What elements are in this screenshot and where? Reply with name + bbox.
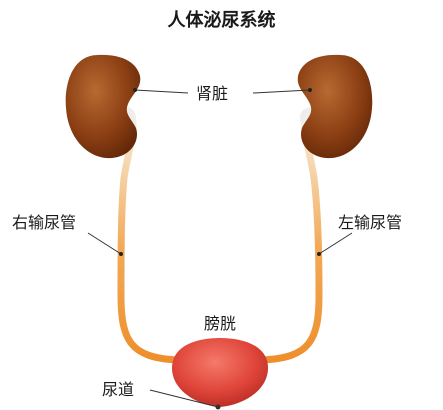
leader-line-kidney-left [253,90,310,93]
leader-dot-left-ureter [317,252,321,256]
right-kidney [66,55,141,158]
leader-dot-kidney-left [308,88,312,92]
leader-dot-kidney-right [133,88,137,92]
label-kidney: 肾脏 [196,86,228,102]
leader-dot-right-ureter [119,252,123,256]
leader-line-right-ureter [88,233,121,254]
label-urethra: 尿道 [102,382,134,398]
bladder-shape [172,338,268,407]
label-bladder: 膀胱 [204,316,236,332]
diagram-title: 人体泌尿系统 [0,12,443,30]
label-right-ureter: 右输尿管 [12,215,76,231]
left-kidney [298,55,373,158]
label-left-ureter: 左输尿管 [338,215,402,231]
leader-line-kidney-right [135,90,188,93]
leader-line-left-ureter [319,233,352,254]
